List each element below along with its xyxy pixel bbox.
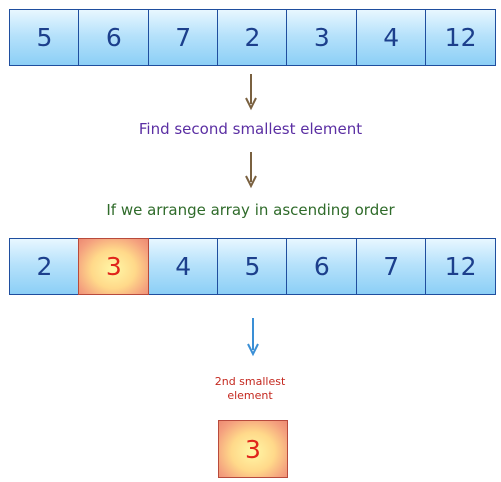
original-array-cell: 6 <box>78 9 150 66</box>
original-array-cell: 12 <box>425 9 497 66</box>
original-array-cell: 2 <box>217 9 288 66</box>
down-arrow-3 <box>247 318 259 357</box>
down-arrow-2 <box>245 152 257 189</box>
sorted-array-cell: 12 <box>425 238 497 295</box>
sorted-array-cell: 7 <box>355 238 427 295</box>
sorted-array-cell: 2 <box>9 238 80 295</box>
result-value-box: 3 <box>218 420 288 478</box>
step-label-arrange: If we arrange array in ascending order <box>106 201 395 219</box>
sorted-array: 2 3 4 5 6 7 12 <box>9 238 497 295</box>
original-array-cell: 3 <box>286 9 358 66</box>
sorted-array-cell: 4 <box>147 238 219 295</box>
original-array-cell: 4 <box>355 9 427 66</box>
down-arrow-1 <box>245 74 257 111</box>
result-caption-line-1: 2nd smallest <box>214 375 286 388</box>
result-caption: 2nd smallest element <box>190 375 310 403</box>
sorted-array-cell: 5 <box>217 238 288 295</box>
result-caption-line-2: element <box>227 389 273 402</box>
sorted-array-cell: 6 <box>286 238 358 295</box>
step-label-find: Find second smallest element <box>138 120 363 138</box>
sorted-array-cell-highlighted: 3 <box>78 238 150 295</box>
original-array-cell: 5 <box>9 9 80 66</box>
original-array: 5 6 7 2 3 4 12 <box>9 9 497 66</box>
original-array-cell: 7 <box>147 9 219 66</box>
